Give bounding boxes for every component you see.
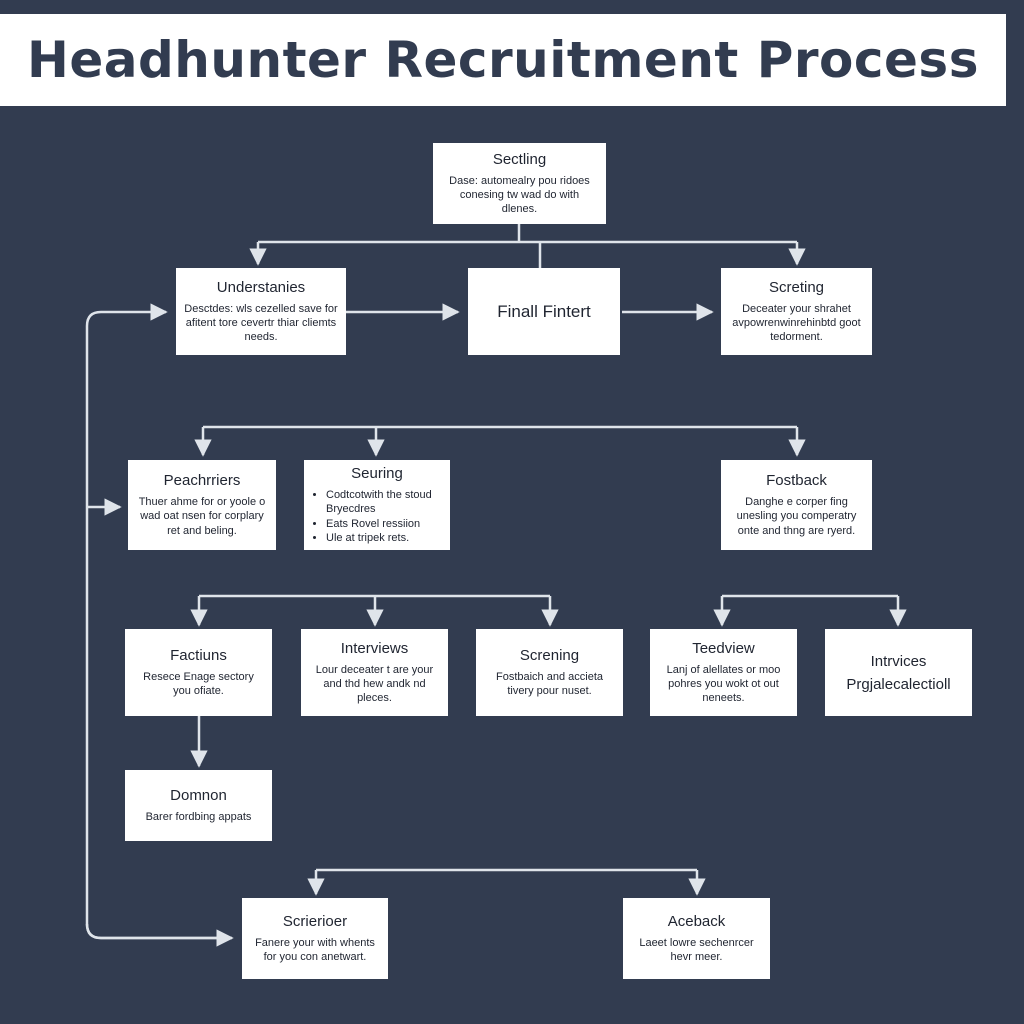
- box-title: Screting: [768, 278, 825, 296]
- process-box-screning: Screning Fostbaich and accieta tivery po…: [476, 629, 623, 716]
- process-box-fostback: Fostback Danghe e corper fing unesling y…: [721, 460, 872, 550]
- list-item: Ule at tripek rets.: [326, 531, 442, 545]
- box-description: Thuer ahme for or yoole o wad oat nsen f…: [138, 496, 266, 537]
- list-item: Eats Rovel ressiion: [326, 517, 442, 531]
- process-box-seuring: Seuring Codtcotwith the stoud Bryecdres …: [304, 460, 450, 550]
- box-description: Prgjalecalectioll: [846, 675, 951, 693]
- box-title: Aceback: [667, 912, 726, 930]
- process-box-domnon: Domnon Barer fordbing appats: [125, 770, 272, 841]
- box-title: Domnon: [170, 786, 227, 804]
- box-description: Fostbaich and accieta tivery pour nuset.: [495, 670, 603, 697]
- box-title: Peachrriers: [163, 472, 241, 490]
- box-title: Intrvices: [870, 652, 927, 670]
- process-box-aceback: Aceback Laeet lowre sechenrcer hevr meer…: [623, 898, 770, 979]
- process-box-finall-fintert: Finall Fintert: [468, 268, 620, 355]
- box-title: Sectling: [492, 150, 547, 168]
- loop-connector: [85, 303, 228, 940]
- title-bar: Headhunter Recruitment Process: [0, 14, 1006, 106]
- box-title: Understanies: [216, 278, 306, 296]
- process-box-interviews: Interviews Lour deceater t are your and …: [301, 629, 448, 716]
- list-item: Codtcotwith the stoud Bryecdres: [326, 488, 442, 517]
- box-description: Lour deceater t are your and thd hew and…: [315, 663, 434, 705]
- process-box-teedview: Teedview Lanj of alellates or moo pohres…: [650, 629, 797, 716]
- process-box-scrierioer: Scrierioer Fanere your with whents for y…: [242, 898, 388, 979]
- box-description: Desctdes: wls cezelled save for afitent …: [184, 302, 338, 344]
- process-box-screting: Screting Deceater your shrahet avpowrenw…: [721, 268, 872, 355]
- box-bullet-list: Codtcotwith the stoud Bryecdres Eats Rov…: [312, 488, 442, 545]
- page-title: Headhunter Recruitment Process: [27, 31, 979, 89]
- process-box-understanies: Understanies Desctdes: wls cezelled save…: [176, 268, 346, 355]
- box-description: Fanere your with whents for you con anet…: [255, 936, 375, 963]
- box-title: Factiuns: [170, 646, 227, 664]
- box-title: Screning: [519, 646, 580, 664]
- process-box-sectling: Sectling Dase: automealry pou ridoes con…: [433, 143, 606, 224]
- process-box-peachrriers: Peachrriers Thuer ahme for or yoole o wa…: [128, 460, 276, 550]
- box-description: Danghe e corper fing unesling you comper…: [736, 496, 857, 537]
- box-title: Interviews: [340, 639, 409, 657]
- box-description: Resece Enage sectory you ofiate.: [143, 670, 254, 697]
- box-description: Lanj of alellates or moo pohres you wokt…: [666, 663, 781, 705]
- box-title: Teedview: [692, 639, 755, 657]
- box-title: Scrierioer: [282, 912, 348, 930]
- box-description: Dase: automealry pou ridoes conesing tw …: [449, 174, 590, 216]
- box-title: Fostback: [766, 472, 827, 490]
- box-title: Seuring: [351, 464, 403, 482]
- box-description: Deceater your shrahet avpowrenwinrehinbt…: [732, 302, 861, 344]
- box-description: Laeet lowre sechenrcer hevr meer.: [639, 936, 754, 963]
- connector: [85, 923, 234, 947]
- process-box-intrvices: Intrvices Prgjalecalectioll: [825, 629, 972, 716]
- process-box-factiuns: Factiuns Resece Enage sectory you ofiate…: [125, 629, 272, 716]
- box-title: Finall Fintert: [497, 301, 591, 321]
- box-description: Barer fordbing appats: [145, 810, 252, 823]
